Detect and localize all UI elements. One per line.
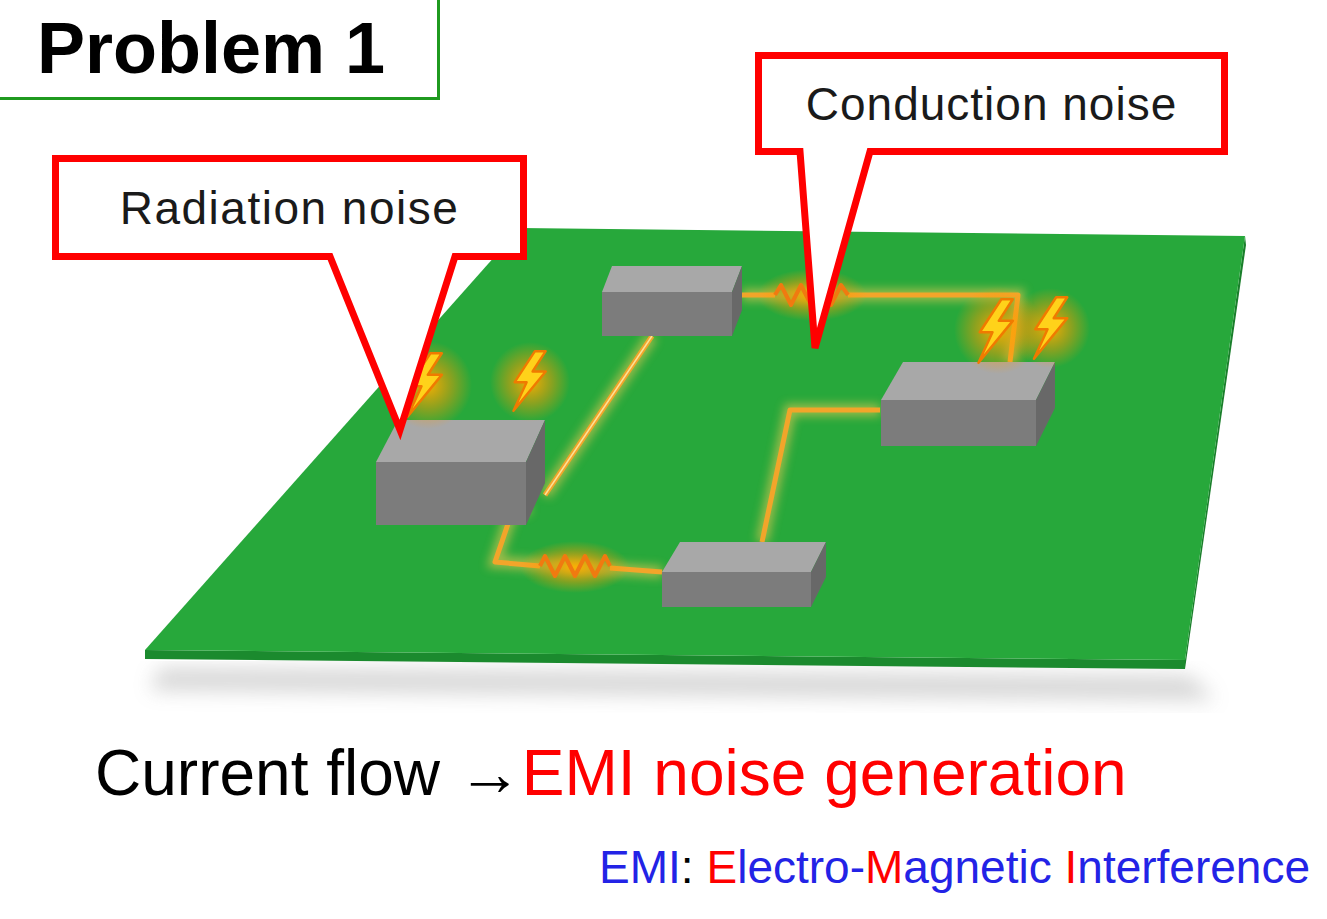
definition-text: agnetic — [903, 840, 1051, 894]
illustration-part — [762, 410, 880, 542]
statement-text: EMI noise generation — [522, 736, 1127, 810]
illustration-part — [490, 342, 570, 422]
definition-text: M — [865, 840, 903, 894]
title-box: Problem 1 — [0, 0, 440, 100]
callout-box: Radiation noise — [52, 155, 527, 260]
noise-bolt — [490, 342, 570, 422]
illustration-part — [1036, 362, 1055, 446]
illustration-part — [376, 462, 526, 525]
board-shadow — [150, 668, 1215, 700]
definition-text: I — [1065, 840, 1078, 894]
definition-line: EMI:Electro-Magnetic Interference — [599, 840, 1310, 894]
callout-text: Conduction noise — [806, 77, 1177, 131]
statement-text: Current flow → — [95, 736, 522, 810]
definition-text: : — [681, 840, 694, 894]
illustration-part — [662, 542, 826, 572]
title: Problem 1 — [0, 7, 385, 89]
illustration-part — [514, 351, 546, 411]
callout-content: Radiation noise — [52, 155, 527, 260]
resistor-zigzag — [540, 556, 610, 576]
definition-text: lectro- — [737, 840, 865, 894]
statement-line: Current flow →EMI noise generation — [95, 736, 1127, 810]
noise-bolt — [1010, 288, 1090, 368]
ic-chip — [662, 542, 826, 607]
illustration-part — [602, 266, 742, 292]
definition-text: nterference — [1077, 840, 1310, 894]
ic-chip — [881, 362, 1055, 446]
illustration-part — [762, 410, 880, 542]
pcb-board — [145, 228, 1245, 660]
callout-text: Radiation noise — [120, 181, 460, 235]
illustration-part — [881, 400, 1036, 446]
callout-border — [759, 56, 1225, 349]
definition-text: EMI — [599, 840, 681, 894]
illustration-part — [881, 362, 1055, 400]
callout-content: Conduction noise — [755, 52, 1228, 155]
illustration-part — [526, 420, 545, 525]
illustration-part — [662, 572, 811, 607]
ic-chip — [602, 266, 742, 336]
illustration-part — [979, 299, 1013, 362]
resistor-glow — [520, 541, 630, 593]
illustration-part — [602, 292, 732, 336]
resistor-symbol — [520, 541, 630, 593]
illustration-part — [811, 542, 826, 607]
illustration-part — [1010, 288, 1090, 368]
callout-border — [56, 159, 524, 431]
illustration-part — [1034, 297, 1067, 359]
definition-text: E — [706, 840, 737, 894]
callout-box: Conduction noise — [755, 52, 1228, 155]
illustration-part — [732, 266, 742, 336]
